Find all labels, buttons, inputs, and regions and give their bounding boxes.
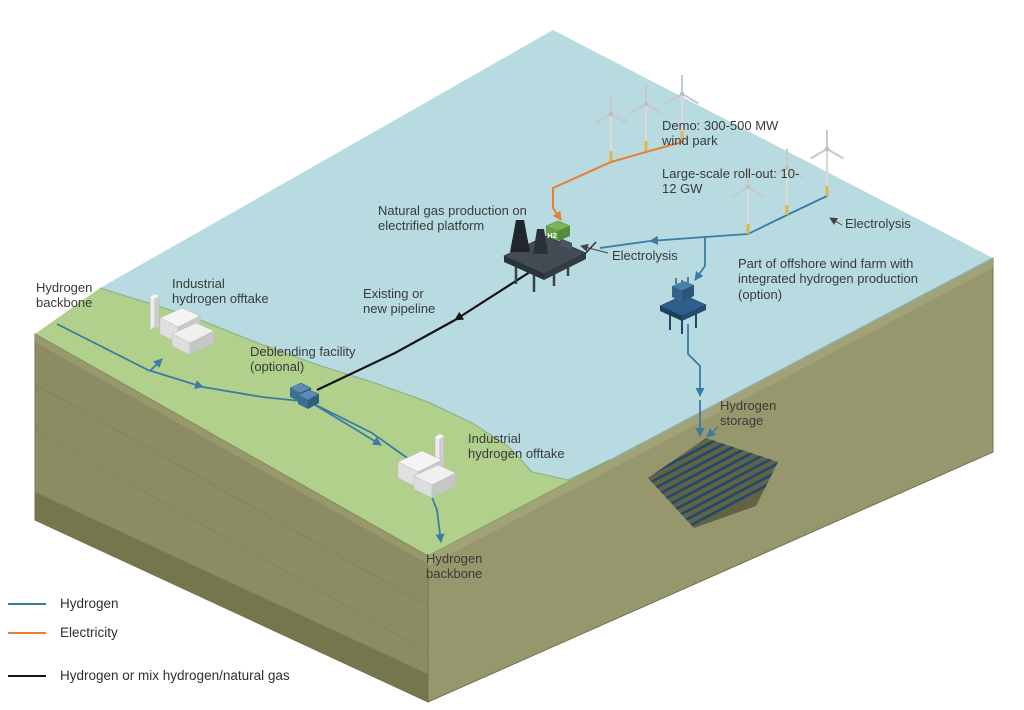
offtake-branch-1 [149,358,163,372]
hydrogen-line-swatch [8,602,46,605]
label-demo-windpark: Demo: 300-500 MW wind park [662,118,779,149]
electrolysis-right-pointer-line [829,217,843,226]
cliff-left-topsoil [35,334,428,564]
label-offtake-1: Industrial hydrogen offtake [172,276,269,307]
label-existing-pipeline: Existing or new pipeline [363,286,436,317]
label-offshore-option: Part of offshore wind farm with integrat… [738,256,918,302]
label-backbone-top: Hydrogen backbone [36,280,93,311]
offtake-branch-2 [309,401,382,446]
derrick-tower [533,229,548,254]
land-surface [35,288,610,556]
mix-line-swatch [8,674,46,677]
legend-label-electricity: Electricity [60,625,118,640]
cliff-strata [34,429,429,653]
backbone-line [202,386,445,543]
label-electrolysis-right: Electrolysis [845,216,911,231]
hydrogen-platform [659,277,707,334]
label-electrolysis-mid: Electrolysis [612,248,678,263]
label-backbone-bottom: Hydrogen backbone [426,551,483,582]
storage-pointer-line [706,426,719,438]
cliff-left-darkband [35,492,428,702]
label-hydrogen-storage: Hydrogen storage [720,398,777,429]
backbone-line [56,323,204,389]
legend-item-electricity: Electricity [8,625,118,640]
gas-platform: H2 [503,220,597,292]
derrick-tower [510,220,530,252]
offshore-hydrogen-line [599,240,651,249]
label-natural-gas-platform: Natural gas production on electrified pl… [378,203,527,234]
cliff-strata [34,383,429,607]
storage-feed-line [687,324,705,397]
land-front-edge [427,459,611,557]
deblending-facility [289,382,320,409]
legend-item-mix: Hydrogen or mix hydrogen/natural gas [8,668,290,683]
label-offtake-2: Industrial hydrogen offtake [468,431,565,462]
factory-offtake-2 [397,433,457,499]
label-large-scale: Large-scale roll-out: 10-12 GW [662,166,800,197]
legend-label-hydrogen: Hydrogen [60,596,119,611]
h2-module-label: H2 [547,231,557,240]
legend-label-mix: Hydrogen or mix hydrogen/natural gas [60,668,290,683]
electricity-line [552,141,683,221]
platform-branch-line [694,237,706,281]
h2-electrolysis-module: H2 [545,220,571,241]
mix-pipeline [454,269,534,321]
cliff-right-topsoil [428,258,993,566]
factory-offtake-1 [149,293,215,356]
mix-pipeline [316,319,456,391]
label-deblending: Deblending facility (optional) [250,344,356,375]
electricity-line-swatch [8,631,46,634]
waterline-edge [609,257,994,461]
legend-item-hydrogen: Hydrogen [8,596,119,611]
electrolysis-pointer-line [580,243,609,254]
